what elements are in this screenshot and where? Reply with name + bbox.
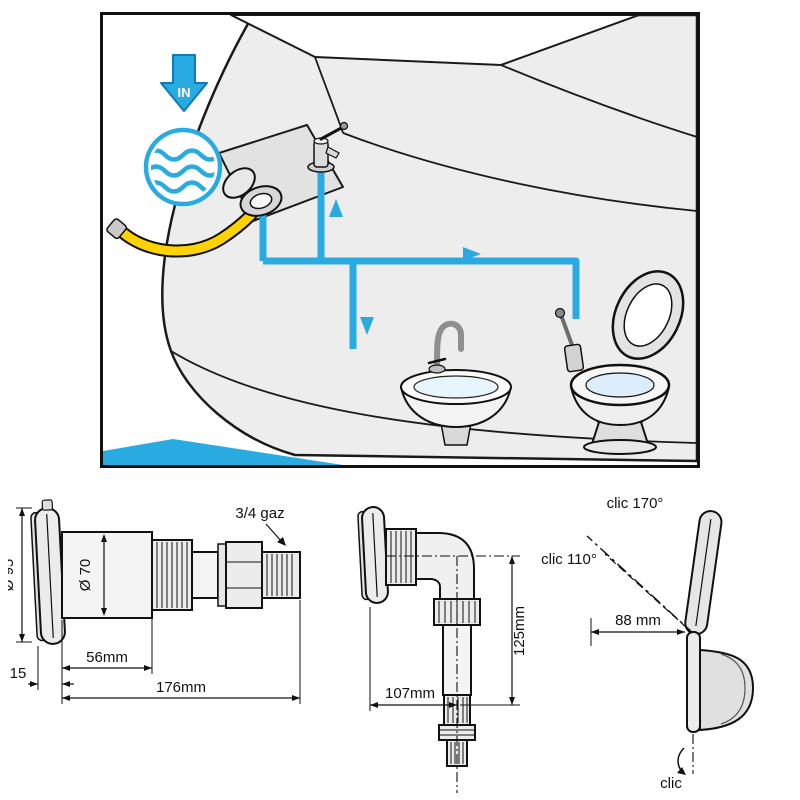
toilet-lid-open [611, 270, 685, 360]
svg-text:Ø 95: Ø 95 [8, 559, 17, 592]
svg-text:125mm: 125mm [511, 606, 528, 656]
dim-88mm: 88 mm [590, 612, 685, 646]
lid-angle-drawing: clic 170° clic 110° 88 mm cli [535, 492, 800, 800]
svg-text:3/4 gaz: 3/4 gaz [235, 505, 284, 522]
installation-illustration-box: IN [100, 12, 700, 468]
in-label: IN [178, 85, 191, 100]
centerlines [386, 555, 520, 793]
svg-text:clic: clic [660, 775, 682, 792]
dim-diameter-70: Ø 70 [77, 534, 107, 616]
supply-hose [106, 208, 258, 258]
svg-text:107mm: 107mm [385, 685, 435, 702]
lid-open-170 [684, 510, 723, 636]
flow-arrow-right [463, 247, 481, 261]
svg-text:56mm: 56mm [86, 649, 128, 666]
faucet [427, 320, 464, 374]
flow-arrow-down [360, 317, 374, 335]
dim-125mm: 125mm [509, 556, 528, 705]
thread-size-label: 3/4 gaz [235, 505, 286, 546]
svg-text:15: 15 [10, 665, 27, 682]
side-view-drawing: Ø 95 Ø 70 3/4 gaz 56mm [0, 492, 338, 797]
dim-107mm: 107mm [369, 607, 520, 711]
water-inlet-symbol: IN [143, 54, 223, 207]
boat-cutaway-illustration: IN [103, 13, 699, 465]
hand-pump [307, 121, 349, 173]
flow-arrow-up [329, 199, 343, 217]
water-surface [103, 439, 343, 465]
svg-text:88 mm: 88 mm [615, 612, 661, 629]
svg-text:176mm: 176mm [156, 679, 206, 696]
dim-176mm: 176mm [62, 600, 301, 704]
boat-hull [103, 13, 699, 465]
water-pipes [259, 165, 580, 349]
lid-open-110-phantom [586, 535, 695, 635]
deck-fill-side-view [30, 499, 301, 645]
svg-text:Ø 70: Ø 70 [77, 559, 94, 592]
dim-diameter-95: Ø 95 [0, 507, 32, 643]
dim-15: 15 [10, 646, 74, 690]
label-clic-170: clic 170° [607, 495, 664, 512]
deck-fill-fitting [222, 167, 283, 217]
elbow-view-drawing: 107mm 125mm [340, 495, 540, 800]
in-arrow-icon [160, 54, 208, 112]
dim-56mm: 56mm [61, 612, 153, 704]
hose-end-fitting [106, 218, 128, 240]
fitting-body [686, 631, 755, 733]
toilet-pump-lever [554, 307, 585, 373]
elbow-fitting [357, 506, 481, 767]
label-clic-110: clic 110° [541, 551, 597, 568]
sink [400, 320, 512, 446]
clic-close-indicator: clic [660, 734, 694, 792]
marine-toilet [554, 270, 685, 455]
